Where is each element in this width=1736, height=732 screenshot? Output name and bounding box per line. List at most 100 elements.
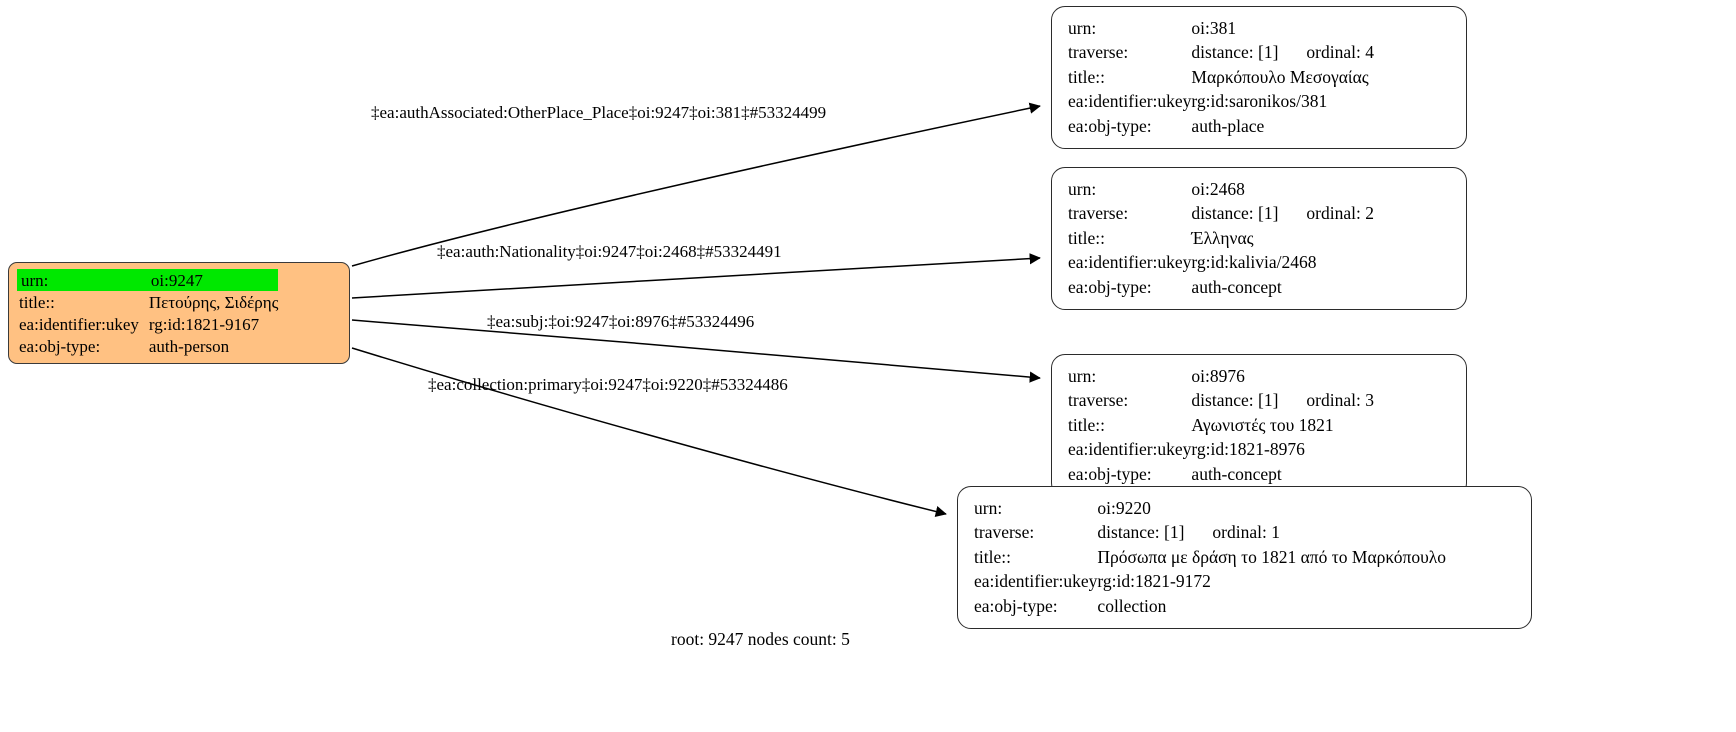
table-row: traverse: distance: [1]ordinal: 4 — [1068, 41, 1374, 66]
row-value-text: Πρόσωπα με δράση το 1821 από το Μαρκόπου… — [1097, 546, 1447, 567]
graph-node-381[interactable]: urn: oi:381 traverse: distance: [1]ordin… — [1051, 6, 1467, 149]
node-row-table: urn: oi:2468 traverse: distance: [1] ordi… — [1068, 177, 1374, 300]
row-key: ea:identifier:ukey — [974, 571, 1098, 591]
table-row: title:: Αγωνιστές του 1821 — [1068, 413, 1374, 438]
row-key: title:: — [1068, 227, 1105, 248]
table-row: title:: Μαρκόπουλο Μεσογαίας — [1068, 65, 1374, 90]
node-row-table: urn: oi:381 traverse: distance: [1]ordin… — [1068, 16, 1374, 139]
row-value: distance: [1] ordinal: 2 — [1191, 202, 1374, 227]
row-value: auth-concept — [1191, 275, 1374, 300]
edge-label-to-2468: ‡ea:auth:Nationality‡oi:9247‡oi:2468‡#53… — [437, 242, 782, 261]
table-row: title:: Πετούρης, Σιδέρης — [17, 291, 278, 313]
row-value-ordinal: ordinal: 1 — [1212, 522, 1280, 542]
row-key: urn: — [1068, 365, 1097, 386]
row-value-text: auth-concept — [1191, 463, 1282, 484]
row-value: distance: [1] ordinal: 3 — [1191, 389, 1374, 414]
row-key: ea:obj-type: — [1068, 276, 1152, 297]
table-row: traverse: distance: [1] ordinal: 3 — [1068, 389, 1374, 414]
row-value: Πρόσωπα με δράση το 1821 από το Μαρκόπου… — [1097, 545, 1446, 570]
row-value: collection — [1097, 594, 1446, 619]
table-row: ea:obj-type: auth-place — [1068, 114, 1374, 139]
row-value: distance: [1] ordinal: 4 — [1191, 41, 1374, 66]
edge-path-to-2468 — [351, 253, 1041, 299]
table-row: ea:identifier:ukey rg:id:kalivia/2468 — [1068, 251, 1374, 276]
table-row: ea:identifier:ukey rg:id:1821-9172 — [974, 570, 1446, 595]
row-value-text: Έλληνας — [1191, 227, 1254, 248]
row-key: urn: — [1068, 17, 1097, 38]
row-value-text: Αγωνιστές του 1821 — [1191, 414, 1334, 435]
row-value-text: distance: [1] — [1191, 390, 1279, 410]
row-value: oi:2468 — [1191, 177, 1374, 202]
row-key: ea:obj-type: — [19, 336, 101, 356]
row-value-text: auth-place — [1191, 115, 1265, 136]
row-value-text: rg:id:saronikos/381 — [1191, 91, 1328, 111]
row-key: ea:obj-type: — [1068, 115, 1152, 136]
row-key: title:: — [19, 292, 55, 312]
row-value: rg:id:1821-9167 — [148, 314, 260, 334]
table-row: urn: oi:9247 — [17, 269, 279, 291]
row-value: rg:id:saronikos/381 — [1191, 90, 1374, 115]
table-row: ea:obj-type: auth-person — [17, 335, 278, 357]
table-row: traverse: distance: [1]ordinal: 1 — [974, 521, 1446, 546]
row-key: traverse: — [1068, 203, 1129, 223]
graph-node-9220[interactable]: urn: oi:9220 traverse: distance: [1]ordi… — [957, 486, 1532, 629]
row-value-text: distance: [1] — [1191, 42, 1279, 62]
row-key: ea:identifier:ukey — [1068, 91, 1192, 111]
row-value-text: oi:2468 — [1191, 178, 1245, 199]
row-key: traverse: — [974, 522, 1035, 542]
row-value: Μαρκόπουλο Μεσογαίας — [1191, 65, 1374, 90]
row-key: ea:identifier:ukey — [1068, 439, 1192, 459]
table-row: ea:identifier:ukey rg:id:1821-8976 — [1068, 438, 1374, 463]
row-value-ordinal: ordinal: 3 — [1306, 390, 1374, 410]
row-value: oi:9220 — [1097, 496, 1446, 521]
table-row: traverse: distance: [1] ordinal: 2 — [1068, 202, 1374, 227]
row-key: ea:obj-type: — [1068, 463, 1152, 484]
edge-label-to-9220: ‡ea:collection:primary‡oi:9247‡oi:9220‡#… — [428, 375, 788, 394]
row-value-text: oi:9220 — [1097, 497, 1151, 518]
table-row: ea:identifier:ukey rg:id:saronikos/381 — [1068, 90, 1374, 115]
table-row: urn: oi:8976 — [1068, 364, 1374, 389]
row-key: title:: — [1068, 66, 1105, 87]
row-value: rg:id:kalivia/2468 — [1191, 251, 1374, 276]
table-row: urn: oi:9220 — [974, 496, 1446, 521]
row-key: urn: — [1068, 178, 1097, 199]
graph-caption: root: 9247 nodes count: 5 — [671, 629, 850, 649]
row-value-text: oi:8976 — [1191, 365, 1245, 386]
edge-label-to-381: ‡ea:authAssociated:OtherPlace_Place‡oi:9… — [371, 103, 827, 122]
row-value: oi:8976 — [1191, 364, 1374, 389]
row-value-text: Μαρκόπουλο Μεσογαίας — [1191, 66, 1369, 87]
row-value: rg:id:1821-8976 — [1191, 438, 1374, 463]
table-row: urn: oi:2468 — [1068, 177, 1374, 202]
row-value-ordinal: ordinal: 4 — [1306, 42, 1374, 62]
node-row-table: urn: oi:8976 traverse: distance: [1] ordi… — [1068, 364, 1374, 487]
row-value-text: oi:381 — [1191, 17, 1237, 38]
row-value: rg:id:1821-9172 — [1097, 570, 1446, 595]
row-value-text: auth-concept — [1191, 276, 1282, 297]
row-value: auth-person — [148, 336, 230, 356]
row-key: urn: — [17, 269, 147, 291]
row-value-text: collection — [1097, 595, 1167, 616]
graph-node-root-9247[interactable]: urn: oi:9247 title:: Πετούρης, Σιδέρης e… — [8, 262, 350, 364]
node-row-table: urn: oi:9220 traverse: distance: [1]ordi… — [974, 496, 1446, 619]
row-value: oi:9247 — [146, 269, 279, 291]
row-key: ea:identifier:ukey — [1068, 252, 1192, 272]
edge-path-to-9220 — [351, 347, 947, 517]
row-value: oi:381 — [1191, 16, 1374, 41]
row-key: title:: — [1068, 414, 1105, 435]
row-value: auth-place — [1191, 114, 1374, 139]
graph-node-8976[interactable]: urn: oi:8976 traverse: distance: [1] ordi… — [1051, 354, 1467, 497]
table-row: ea:obj-type: collection — [974, 594, 1446, 619]
row-value-text: rg:id:1821-8976 — [1191, 439, 1305, 459]
node-row-table: urn: oi:9247 title:: Πετούρης, Σιδέρης e… — [17, 269, 279, 357]
row-key: title:: — [974, 546, 1011, 567]
row-value: Πετούρης, Σιδέρης — [148, 292, 279, 312]
table-row: ea:obj-type: auth-concept — [1068, 462, 1374, 487]
edge-label-to-8976: ‡ea:subj:‡oi:9247‡oi:8976‡#53324496 — [487, 312, 755, 331]
row-value-text: distance: [1] — [1191, 203, 1279, 223]
table-row: ea:identifier:ukey rg:id:1821-9167 — [17, 313, 278, 335]
row-key: traverse: — [1068, 390, 1129, 410]
graph-node-2468[interactable]: urn: oi:2468 traverse: distance: [1] ordi… — [1051, 167, 1467, 310]
row-value-ordinal: ordinal: 2 — [1306, 203, 1374, 223]
row-key: urn: — [974, 497, 1003, 518]
